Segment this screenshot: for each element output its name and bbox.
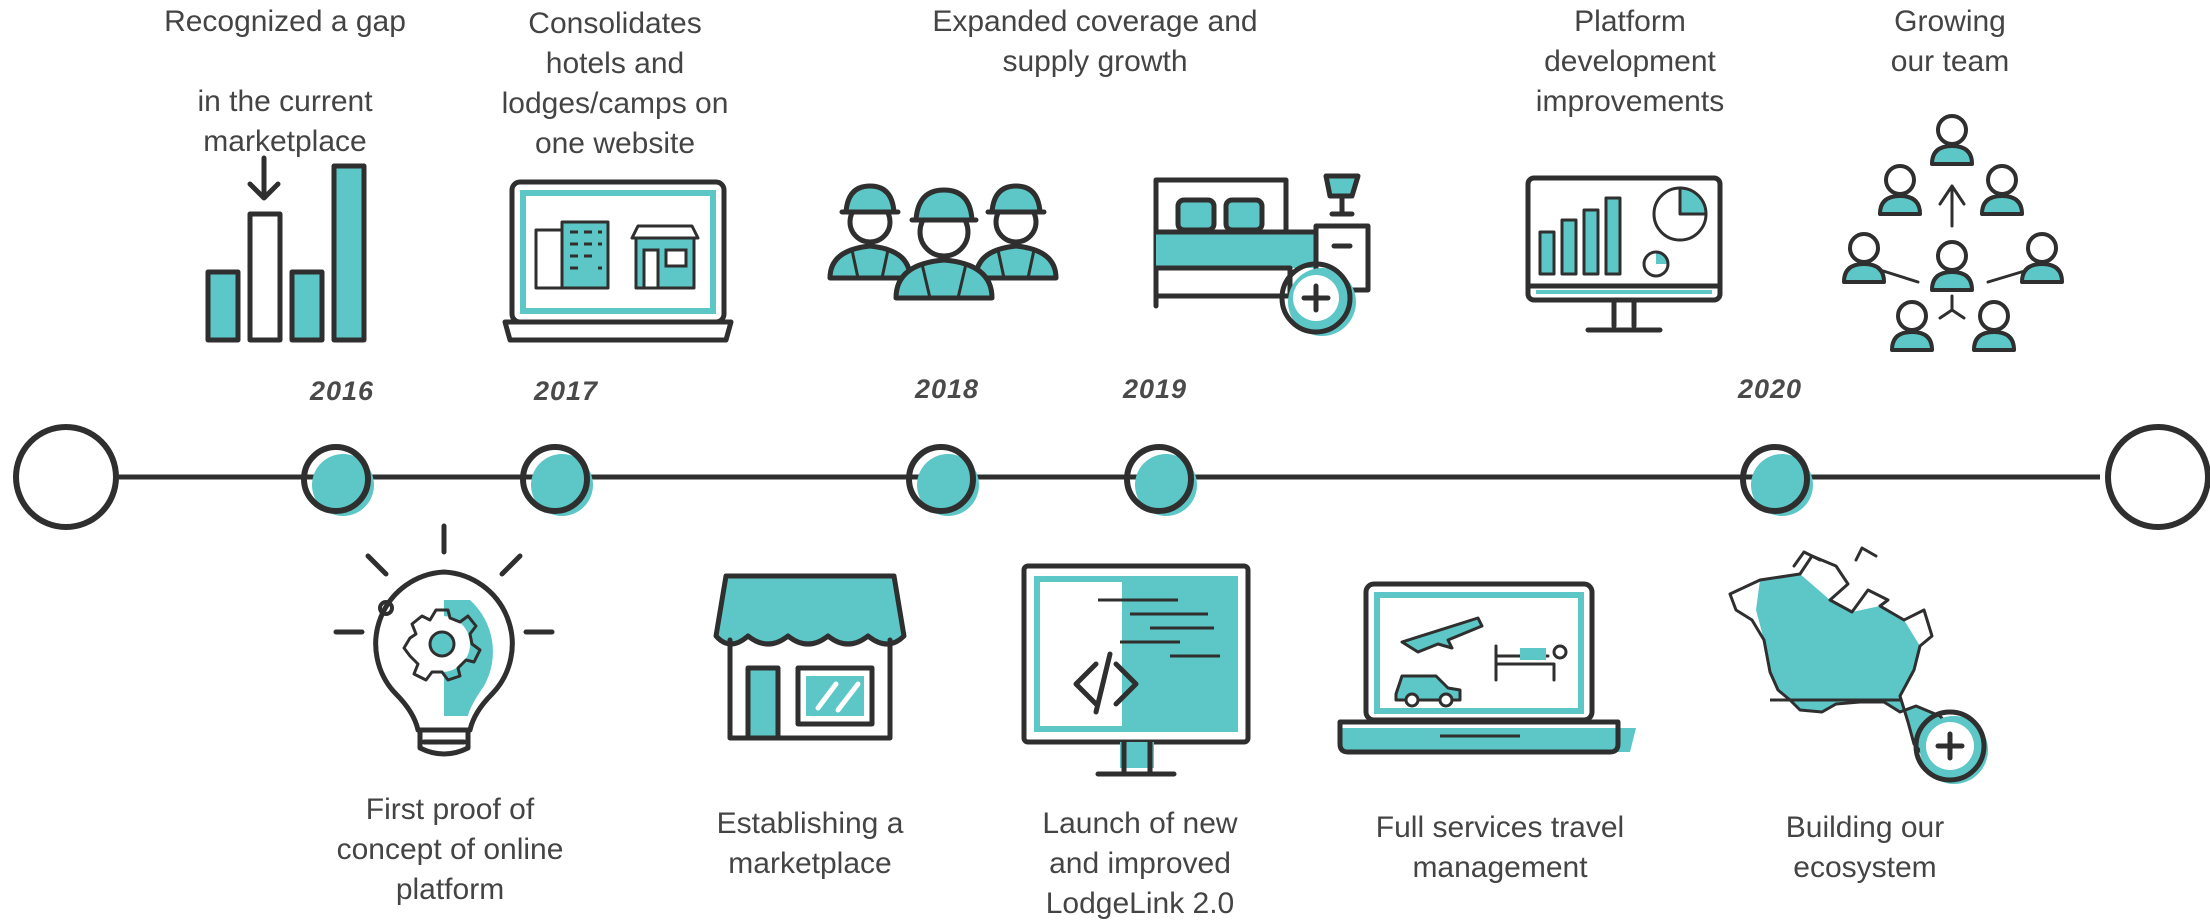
year-label-2016: 2016 <box>310 376 375 406</box>
caption-establishing-marketplace: Establishing a marketplace <box>716 807 904 880</box>
caption-first-proof: First proof of concept of online platfor… <box>336 793 564 906</box>
milestone-node-2020 <box>1740 444 1813 516</box>
milestone-node-2016 <box>301 444 374 516</box>
year-label-2020: 2020 <box>1738 374 1803 404</box>
timeline-start-circle <box>13 424 119 530</box>
lightbulb-gear-icon <box>333 523 555 757</box>
caption-building-ecosystem: Building our ecosystem <box>1785 811 1945 884</box>
caption-consolidates-hotels: Consolidates hotels and lodges/camps on … <box>501 7 729 160</box>
bar-chart-gap-icon <box>205 155 367 343</box>
caption-launch-lodgelink: Launch of new and improved LodgeLink 2.0 <box>1042 807 1238 920</box>
bed-plus-icon <box>1153 173 1371 336</box>
timeline-end-circle <box>2105 424 2210 530</box>
workers-icon <box>827 183 1059 301</box>
team-network-icon <box>1842 114 2064 352</box>
laptop-buildings-icon <box>502 179 734 343</box>
caption-expanded-coverage: Expanded coverage and supply growth <box>932 5 1258 78</box>
caption-full-services-travel: Full services travel management <box>1375 811 1625 884</box>
storefront-icon <box>713 573 907 741</box>
analytics-monitor-icon <box>1525 175 1723 333</box>
north-america-map-plus-icon <box>1728 546 1988 784</box>
year-label-2018: 2018 <box>915 374 980 404</box>
milestone-node-2017 <box>520 444 593 516</box>
milestone-node-2018 <box>906 444 979 516</box>
year-label-2017: 2017 <box>534 376 599 406</box>
laptop-travel-icon <box>1337 581 1636 755</box>
caption-platform-development: Platform development improvements <box>1535 5 1725 118</box>
timeline-axis <box>13 424 2210 530</box>
caption-growing-team: Growing our team <box>1890 5 2010 78</box>
year-label-2019: 2019 <box>1123 374 1188 404</box>
code-monitor-icon <box>1021 563 1251 777</box>
milestone-node-2019 <box>1124 444 1197 516</box>
caption-recognized-gap: Recognized a gap in the current marketpl… <box>164 5 406 158</box>
